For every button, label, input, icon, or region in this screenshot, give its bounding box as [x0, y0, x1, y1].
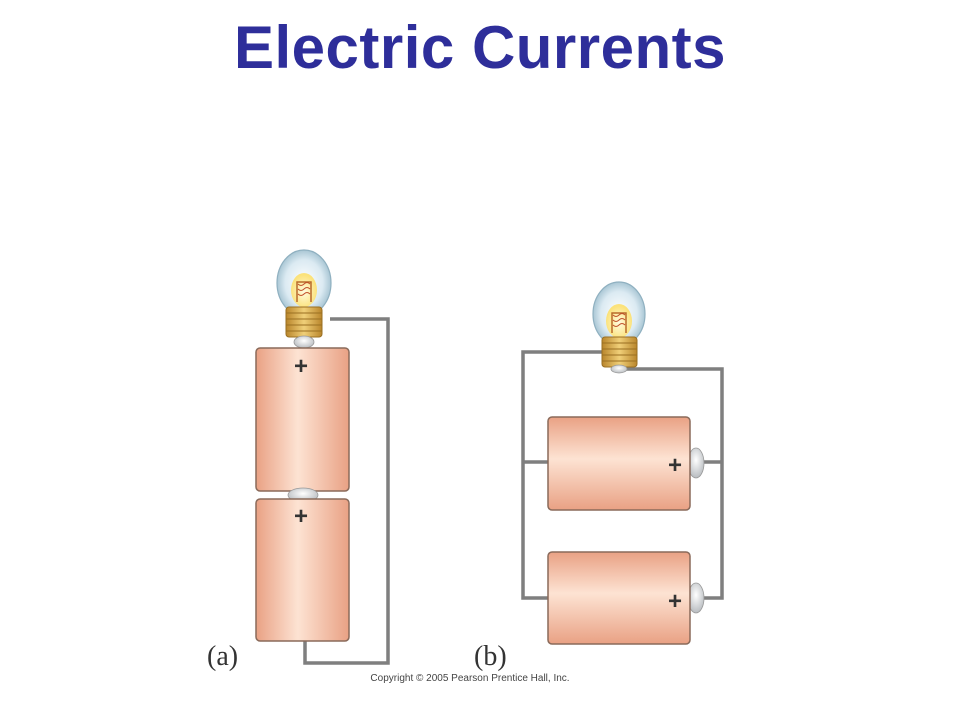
- wire-a: [303, 317, 390, 665]
- copyright-notice: Copyright © 2005 Pearson Prentice Hall, …: [370, 673, 570, 684]
- wire-b: [521, 350, 724, 600]
- light-bulb-b: [592, 281, 646, 374]
- battery-b-upper-plus-label: +: [668, 452, 682, 479]
- panel-a-label: (a): [207, 641, 238, 672]
- panel-b-label: (b): [474, 641, 507, 672]
- battery-b-lower-plus-label: +: [668, 588, 682, 615]
- battery-a-top: +: [255, 347, 350, 492]
- light-bulb-a: [276, 249, 332, 349]
- page-title: Electric Currents: [233, 14, 726, 81]
- battery-b-upper: +: [547, 416, 705, 511]
- battery-a-top-plus-label: +: [294, 353, 308, 380]
- battery-a-bottom: +: [255, 498, 350, 642]
- battery-b-lower: +: [547, 551, 705, 645]
- battery-a-bottom-plus-label: +: [294, 503, 308, 530]
- panel-a-series-circuit: + + (a): [207, 249, 390, 672]
- panel-b-parallel-circuit: + + (b): [474, 281, 724, 672]
